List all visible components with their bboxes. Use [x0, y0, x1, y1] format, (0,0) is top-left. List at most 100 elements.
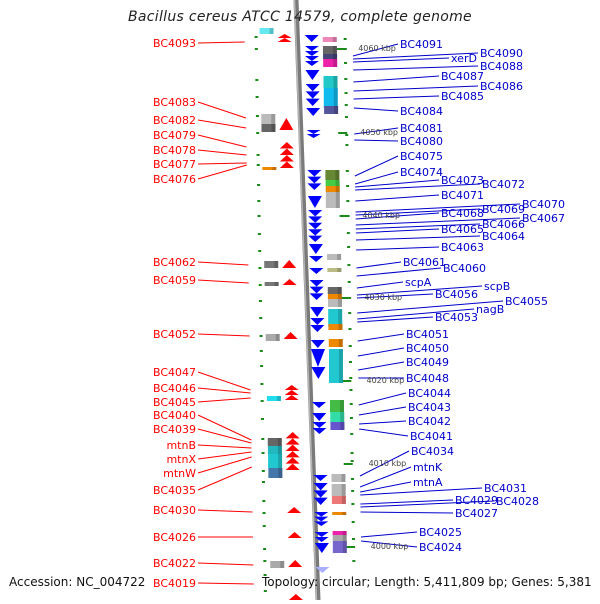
reverse-gene-arrow[interactable] [314, 512, 329, 517]
reverse-feature-box[interactable] [323, 76, 338, 88]
reverse-gene-arrow[interactable] [312, 428, 327, 434]
reverse-gene-label[interactable]: BC4085 [441, 90, 484, 103]
forward-gene-label[interactable]: BC4078 [153, 144, 196, 157]
reverse-feature-box[interactable] [325, 192, 340, 208]
reverse-gene-arrow[interactable] [312, 413, 327, 421]
forward-gene-arrow[interactable] [285, 451, 300, 458]
reverse-gene-arrow[interactable] [304, 51, 319, 56]
reverse-gene-label[interactable]: nagB [476, 303, 504, 316]
reverse-gene-label[interactable]: BC4071 [441, 189, 484, 202]
reverse-gene-label[interactable]: mtnK [413, 461, 443, 474]
forward-gene-label[interactable]: BC4076 [153, 173, 196, 186]
reverse-gene-label[interactable]: BC4063 [441, 241, 484, 254]
forward-gene-arrow[interactable] [285, 432, 300, 439]
forward-gene-arrow[interactable] [287, 532, 302, 538]
reverse-feature-box[interactable] [331, 496, 346, 504]
forward-gene-label[interactable]: BC4077 [153, 158, 196, 171]
forward-feature-box[interactable] [266, 396, 281, 401]
forward-feature-box[interactable] [268, 468, 283, 478]
reverse-feature-box[interactable] [323, 54, 338, 59]
reverse-gene-label[interactable]: BC4087 [441, 70, 484, 83]
reverse-gene-arrow[interactable] [308, 244, 323, 254]
reverse-gene-arrow[interactable] [315, 567, 330, 573]
reverse-gene-arrow[interactable] [309, 256, 324, 262]
reverse-feature-box[interactable] [327, 254, 342, 260]
forward-gene-arrow[interactable] [287, 507, 302, 513]
reverse-feature-box[interactable] [328, 339, 343, 347]
forward-gene-arrow[interactable] [277, 34, 292, 38]
forward-gene-label[interactable]: mtnW [163, 467, 196, 480]
reverse-gene-arrow[interactable] [307, 183, 322, 190]
reverse-gene-label[interactable]: BC4029 [455, 494, 498, 507]
reverse-gene-arrow[interactable] [308, 210, 323, 217]
reverse-gene-arrow[interactable] [312, 402, 327, 408]
forward-feature-box[interactable] [268, 454, 283, 468]
forward-gene-label[interactable]: BC4047 [153, 366, 196, 379]
reverse-gene-label[interactable]: BC4053 [435, 311, 478, 324]
reverse-gene-arrow[interactable] [308, 235, 323, 242]
reverse-gene-label[interactable]: BC4075 [400, 150, 443, 163]
reverse-gene-label[interactable]: BC4088 [480, 60, 523, 73]
forward-gene-label[interactable]: BC4059 [153, 274, 196, 287]
reverse-gene-arrow[interactable] [307, 176, 322, 184]
reverse-gene-label[interactable]: BC4080 [400, 135, 443, 148]
forward-feature-box[interactable] [262, 167, 277, 170]
reverse-gene-label[interactable]: BC4031 [484, 482, 527, 495]
reverse-gene-label[interactable]: BC4066 [482, 218, 525, 231]
reverse-gene-arrow[interactable] [313, 483, 328, 491]
forward-feature-box[interactable] [264, 261, 279, 268]
forward-gene-arrow[interactable] [282, 279, 297, 285]
forward-gene-label[interactable]: BC4030 [153, 504, 196, 517]
reverse-gene-label[interactable]: BC4041 [410, 430, 453, 443]
forward-gene-arrow[interactable] [288, 560, 303, 567]
reverse-gene-label[interactable]: BC4060 [443, 262, 486, 275]
forward-gene-arrow[interactable] [285, 463, 300, 470]
forward-gene-label[interactable]: BC4046 [153, 382, 196, 395]
forward-gene-label[interactable]: BC4093 [153, 37, 196, 50]
forward-gene-label[interactable]: BC4022 [153, 557, 196, 570]
reverse-feature-box[interactable] [332, 512, 347, 515]
reverse-gene-arrow[interactable] [304, 46, 319, 51]
reverse-gene-arrow[interactable] [311, 367, 326, 379]
reverse-gene-label[interactable]: BC4086 [480, 80, 523, 93]
reverse-gene-arrow[interactable] [306, 134, 321, 138]
reverse-feature-box[interactable] [323, 59, 338, 67]
reverse-gene-label[interactable]: BC4074 [400, 166, 443, 179]
forward-gene-arrow[interactable] [284, 385, 299, 390]
reverse-gene-label[interactable]: BC4042 [408, 415, 451, 428]
reverse-gene-label[interactable]: BC4072 [482, 178, 525, 191]
reverse-gene-label[interactable]: mtnA [413, 476, 443, 489]
reverse-feature-box[interactable] [328, 309, 343, 327]
forward-gene-arrow[interactable] [279, 148, 294, 156]
reverse-feature-box[interactable] [327, 287, 342, 294]
reverse-gene-arrow[interactable] [307, 196, 322, 208]
forward-gene-arrow[interactable] [279, 118, 294, 130]
reverse-gene-arrow[interactable] [314, 543, 329, 553]
forward-gene-label[interactable]: BC4019 [153, 577, 196, 590]
reverse-gene-arrow[interactable] [305, 84, 320, 92]
reverse-gene-arrow[interactable] [313, 490, 328, 498]
reverse-gene-arrow[interactable] [308, 222, 323, 230]
reverse-feature-box[interactable] [331, 474, 346, 482]
reverse-gene-arrow[interactable] [313, 475, 328, 481]
forward-feature-box[interactable] [270, 561, 285, 568]
reverse-gene-label[interactable]: BC4051 [406, 328, 449, 341]
reverse-gene-arrow[interactable] [304, 61, 319, 66]
reverse-gene-label[interactable]: BC4024 [419, 541, 462, 554]
reverse-gene-label[interactable]: BC4081 [400, 122, 443, 135]
forward-gene-arrow[interactable] [285, 444, 300, 451]
forward-gene-arrow[interactable] [279, 142, 294, 149]
forward-feature-box[interactable] [259, 28, 274, 34]
reverse-gene-label[interactable]: BC4065 [441, 223, 484, 236]
forward-gene-label[interactable]: BC4083 [153, 96, 196, 109]
reverse-gene-arrow[interactable] [314, 521, 329, 526]
reverse-gene-label[interactable]: BC4084 [400, 105, 443, 118]
reverse-feature-box[interactable] [325, 180, 340, 186]
reverse-gene-arrow[interactable] [305, 98, 320, 106]
reverse-gene-arrow[interactable] [308, 229, 323, 236]
forward-feature-box[interactable] [261, 114, 276, 124]
reverse-gene-label[interactable]: scpB [484, 280, 510, 293]
reverse-gene-label[interactable]: BC4061 [403, 256, 446, 269]
reverse-gene-arrow[interactable] [304, 56, 319, 61]
reverse-feature-box[interactable] [327, 294, 342, 299]
